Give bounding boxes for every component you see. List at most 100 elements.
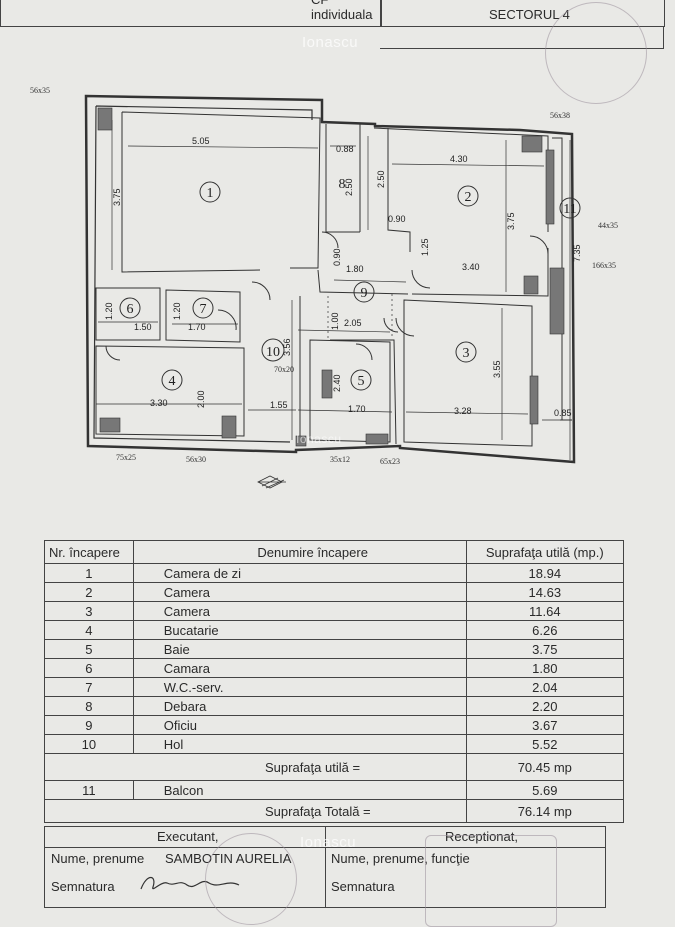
dim-1-55: 1.55 [270, 400, 288, 410]
header-nr: Nr. încapere [44, 540, 134, 564]
row-name: Hol [132, 734, 467, 754]
row-name: Baie [132, 639, 467, 659]
row-area: 6.26 [465, 620, 625, 640]
row-nr: 3 [44, 601, 134, 621]
balcony-row: 11 Balcon 5.69 [44, 780, 625, 800]
table-header-row: Nr. încapere Denumire încapere Suprafaţa… [44, 540, 625, 564]
row-nr: 1 [44, 563, 134, 583]
header-left-text: CF individuala [311, 0, 373, 22]
dim-1-70-b: 1.70 [348, 404, 366, 414]
watermark-plan: Ionascu [296, 432, 342, 446]
row-name: W.C.-serv. [132, 677, 467, 697]
dim-1-25: 1.25 [420, 238, 430, 256]
header-area: Suprafaţa utilă (mp.) [465, 540, 625, 564]
name-function-label: Nume, prenume, funcţie [331, 851, 470, 866]
dim-3-28: 3.28 [454, 406, 472, 416]
dim-2-50-a: 2.50 [344, 178, 354, 196]
semnatura-right-label: Semnatura [331, 879, 395, 894]
rooms-table: Nr. încapere Denumire încapere Suprafaţa… [44, 540, 625, 823]
dim-7-35: 7.35 [572, 244, 582, 262]
note-56x30: 56x30 [186, 455, 206, 464]
row-name: Oficiu [132, 715, 467, 735]
room-number-6: 6 [127, 302, 134, 317]
floor-plan: 1 2 3 4 5 6 7 8 9 10 11 5.05 3.75 0.88 2… [30, 86, 618, 489]
header-right-cell: SECTORUL 4 [380, 0, 665, 27]
row-name: Bucatarie [132, 620, 467, 640]
row-name: Camera de zi [132, 563, 467, 583]
total-area-row: Suprafaţa Totală = 76.14 mp [44, 799, 625, 823]
dim-1-20-b: 1.20 [172, 302, 182, 320]
room-number-2: 2 [465, 190, 472, 205]
note-166x35: 166x35 [592, 261, 616, 270]
row-area: 2.04 [465, 677, 625, 697]
balcony-name: Balcon [132, 780, 467, 800]
util-area-row: Suprafaţa utilă = 70.45 mp [44, 753, 625, 781]
signature-divider [325, 827, 326, 907]
row-nr: 5 [44, 639, 134, 659]
row-area: 14.63 [465, 582, 625, 602]
note-35x12: 35x12 [330, 455, 350, 464]
note-65x23: 65x23 [380, 457, 400, 466]
row-nr: 8 [44, 696, 134, 716]
balcony-nr: 11 [44, 780, 134, 800]
note-56x35: 56x35 [30, 86, 50, 95]
total-area-label: Suprafaţa Totală = [44, 799, 467, 823]
row-nr: 7 [44, 677, 134, 697]
header-right-text: SECTORUL 4 [489, 7, 570, 22]
note-44x35: 44x35 [598, 221, 618, 230]
row-nr: 10 [44, 734, 134, 754]
dim-1-20-a: 1.20 [104, 302, 114, 320]
dim-2-00: 2.00 [196, 390, 206, 408]
name-label: Nume, prenume [51, 851, 145, 866]
watermark-top: Ionascu [302, 34, 359, 51]
dim-5-05: 5.05 [192, 136, 210, 146]
semnatura-left-label: Semnatura [51, 879, 115, 894]
total-area-value: 76.14 mp [465, 799, 625, 823]
row-nr: 9 [44, 715, 134, 735]
dim-1-50: 1.50 [134, 322, 152, 332]
dim-3-40: 3.40 [462, 262, 480, 272]
row-area: 3.67 [465, 715, 625, 735]
room-number-9: 9 [361, 286, 368, 301]
note-75x25: 75x25 [116, 453, 136, 462]
room-number-8: 8 [339, 177, 346, 192]
entrance-marker-icon [257, 475, 286, 489]
executant-label: Executant, [157, 829, 219, 844]
row-area: 5.52 [465, 734, 625, 754]
row-nr: 4 [44, 620, 134, 640]
dim-3-55: 3.55 [492, 360, 502, 378]
header-fragment: CF individuala SECTORUL 4 [0, 0, 665, 49]
note-70x20: 70x20 [274, 365, 294, 374]
dim-2-50-b: 2.50 [376, 170, 386, 188]
row-nr: 2 [44, 582, 134, 602]
room-number-7: 7 [200, 302, 207, 317]
dim-0-90-b: 0.90 [332, 248, 342, 266]
room-number-11: 11 [563, 202, 576, 217]
watermark-bottom: Ionascu [300, 834, 357, 851]
dim-1-70-a: 1.70 [188, 322, 206, 332]
util-area-label: Suprafaţa utilă = [44, 753, 467, 781]
stamp-seal-left [205, 833, 297, 925]
header-name: Denumire încapere [132, 540, 467, 564]
util-area-value: 70.45 mp [465, 753, 625, 781]
dim-0-85: 0.85 [554, 408, 572, 418]
receptionat-label: Receptionat, [445, 829, 518, 844]
row-area: 2.20 [465, 696, 625, 716]
row-name: Camera [132, 601, 467, 621]
dim-3-30: 3.30 [150, 398, 168, 408]
dim-3-75-a: 3.75 [112, 188, 122, 206]
dim-2-05: 2.05 [344, 318, 362, 328]
dim-3-56: 3.56 [282, 338, 292, 356]
dim-2-40: 2.40 [332, 374, 342, 392]
row-area: 3.75 [465, 639, 625, 659]
room-number-5: 5 [358, 374, 365, 389]
dim-0-88: 0.88 [336, 144, 354, 154]
